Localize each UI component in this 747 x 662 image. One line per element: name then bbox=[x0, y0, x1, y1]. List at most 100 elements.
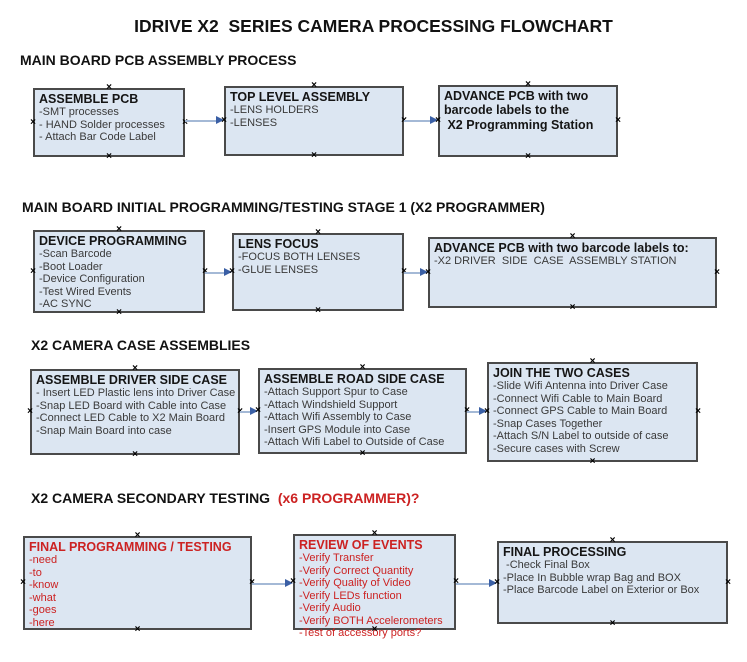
connector-handle-icon: × bbox=[311, 80, 317, 91]
flow-arrow bbox=[404, 268, 428, 277]
section-heading-red-part: (x6 PROGRAMMER)? bbox=[277, 490, 420, 506]
connector-handle-icon: × bbox=[30, 265, 36, 277]
flow-box-review-of-events[interactable]: REVIEW OF EVENTS -Verify Transfer -Verif… bbox=[290, 529, 459, 640]
connector-handle-icon: × bbox=[116, 224, 122, 235]
box-line: -Snap Main Board into case bbox=[36, 424, 172, 437]
box-line: -Connect LED Cable to X2 Main Board bbox=[36, 412, 225, 424]
section-heading-secondary-testing: X2 CAMERA SECONDARY TESTING (x6 PROGRAMM… bbox=[31, 490, 419, 506]
box-line: - Insert LED Plastic lens into Driver Ca… bbox=[36, 387, 236, 399]
box-line: -LENS HOLDERS bbox=[230, 104, 319, 116]
box-line: -LENSES bbox=[230, 116, 278, 129]
box-line: -here bbox=[29, 616, 55, 629]
connector-handle-icon: × bbox=[106, 151, 112, 162]
connector-handle-icon: × bbox=[609, 618, 616, 629]
connector-handle-icon: × bbox=[359, 448, 366, 459]
flow-box-advance-pcb-driver-side[interactable]: ADVANCE PCB with two barcode labels to: … bbox=[425, 232, 720, 313]
box-line: -AC SYNC bbox=[39, 298, 92, 310]
box-line: -FOCUS BOTH LENSES bbox=[238, 251, 361, 263]
box-line: -goes bbox=[29, 604, 57, 616]
connector-handle-icon: × bbox=[311, 150, 317, 161]
flow-box-join-the-two-cases[interactable]: JOIN THE TWO CASES -Slide Wifi Antenna i… bbox=[484, 357, 701, 467]
box-title: ASSEMBLE DRIVER SIDE CASE bbox=[36, 373, 228, 387]
box-line: -Verify BOTH Accelerometers bbox=[299, 614, 443, 627]
flow-arrow bbox=[404, 116, 438, 125]
box-title: ADVANCE PCB with two barcode labels to: bbox=[434, 241, 689, 255]
box-line: -need bbox=[29, 554, 58, 566]
box-line: -Verify Audio bbox=[299, 602, 361, 614]
connector-handle-icon: × bbox=[525, 151, 531, 162]
box-line: -Snap LED Board with Cable into Case bbox=[36, 399, 227, 412]
box-line: -Device Configuration bbox=[39, 273, 145, 285]
connector-handle-icon: × bbox=[315, 305, 321, 316]
arrow-line bbox=[404, 119, 432, 122]
arrowhead-icon bbox=[285, 579, 293, 587]
connector-handle-icon: × bbox=[371, 528, 378, 539]
flow-box-final-programming-testing[interactable]: FINAL PROGRAMMING / TESTING -need -to -k… bbox=[20, 531, 255, 635]
connector-handle-icon: × bbox=[589, 356, 596, 367]
flow-box-assemble-driver-side-case[interactable]: ASSEMBLE DRIVER SIDE CASE - Insert LED P… bbox=[27, 364, 243, 460]
box-line: -SMT processes bbox=[39, 106, 119, 118]
flow-arrow bbox=[467, 407, 487, 416]
box-line: X2 Programming Station bbox=[444, 118, 594, 132]
box-line: -Attach Wifi Assembly to Case bbox=[264, 411, 412, 423]
arrow-line bbox=[240, 410, 252, 413]
arrowhead-icon bbox=[420, 268, 428, 276]
arrowhead-icon bbox=[430, 116, 438, 124]
box-line: -know bbox=[29, 579, 59, 591]
box-line: -Place Barcode Label on Exterior or Box bbox=[503, 584, 700, 596]
box-line: -Snap Cases Together bbox=[493, 417, 603, 430]
box-line: -Verify Quality of Video bbox=[299, 577, 411, 589]
connector-handle-icon: × bbox=[569, 302, 576, 313]
box-line: -Place In Bubble wrap Bag and BOX bbox=[503, 571, 681, 584]
flow-box-device-programming[interactable]: DEVICE PROGRAMMING -Scan Barcode -Boot L… bbox=[30, 225, 208, 318]
flow-box-final-processing[interactable]: FINAL PROCESSING -Check Final Box -Place… bbox=[494, 536, 731, 629]
arrow-line bbox=[456, 582, 491, 585]
box-title: ASSEMBLE ROAD SIDE CASE bbox=[264, 372, 445, 386]
box-title: ASSEMBLE PCB bbox=[39, 92, 139, 106]
box-title: FINAL PROCESSING bbox=[503, 545, 627, 559]
flow-box-top-level-assembly[interactable]: TOP LEVEL ASSEMBLY -LENS HOLDERS -LENSES… bbox=[221, 81, 407, 161]
box-title: LENS FOCUS bbox=[238, 237, 319, 251]
section-heading-initial-programming: MAIN BOARD INITIAL PROGRAMMING/TESTING S… bbox=[22, 199, 545, 215]
flow-arrow bbox=[185, 116, 224, 125]
box-title: ADVANCE PCB with two bbox=[444, 89, 589, 103]
box-line: -what bbox=[29, 591, 56, 604]
connector-handle-icon: × bbox=[525, 79, 531, 90]
connector-handle-icon: × bbox=[132, 449, 138, 460]
flow-box-assemble-pcb[interactable]: ASSEMBLE PCB -SMT processes - HAND Solde… bbox=[30, 83, 188, 162]
box-line: -Slide Wifi Antenna into Driver Case bbox=[493, 380, 668, 392]
box-line: - Attach Bar Code Label bbox=[39, 131, 156, 143]
box-title: TOP LEVEL ASSEMBLY bbox=[230, 90, 371, 104]
box-line: -Verify Correct Quantity bbox=[299, 564, 414, 577]
connector-handle-icon: × bbox=[695, 406, 701, 417]
connector-handle-icon: × bbox=[30, 116, 36, 128]
box-line: -Boot Loader bbox=[39, 260, 103, 273]
connector-handle-icon: × bbox=[359, 362, 366, 373]
arrow-line bbox=[205, 271, 226, 274]
connector-handle-icon: × bbox=[569, 231, 576, 242]
box-line: - HAND Solder processes bbox=[39, 118, 165, 131]
connector-handle-icon: × bbox=[615, 115, 621, 126]
flow-box-lens-focus[interactable]: LENS FOCUS -FOCUS BOTH LENSES -GLUE LENS… bbox=[229, 228, 407, 316]
box-line: -Test Wired Events bbox=[39, 285, 132, 298]
arrowhead-icon bbox=[224, 268, 232, 276]
connector-handle-icon: × bbox=[725, 576, 731, 588]
flow-arrow bbox=[252, 579, 293, 588]
box-line: -Attach Support Spur to Case bbox=[264, 386, 408, 398]
connector-handle-icon: × bbox=[132, 363, 138, 374]
connector-handle-icon: × bbox=[27, 406, 33, 417]
box-line: -Connect Wifi Cable to Main Board bbox=[493, 392, 663, 405]
box-line: -Connect GPS Cable to Main Board bbox=[493, 405, 668, 417]
arrow-line bbox=[252, 582, 287, 585]
flow-box-assemble-road-side-case[interactable]: ASSEMBLE ROAD SIDE CASE -Attach Support … bbox=[255, 363, 470, 459]
arrow-line bbox=[185, 119, 218, 122]
arrowhead-icon bbox=[250, 407, 258, 415]
box-line: -Secure cases with Screw bbox=[493, 442, 620, 455]
arrow-line bbox=[404, 271, 422, 274]
box-line: -Test of accessory ports? bbox=[299, 627, 422, 639]
flow-box-advance-pcb-programming-station[interactable]: ADVANCE PCB with two barcode labels to t… bbox=[435, 80, 621, 162]
box-title: DEVICE PROGRAMMING bbox=[39, 234, 187, 248]
connector-handle-icon: × bbox=[134, 530, 141, 541]
connector-handle-icon: × bbox=[106, 82, 112, 93]
